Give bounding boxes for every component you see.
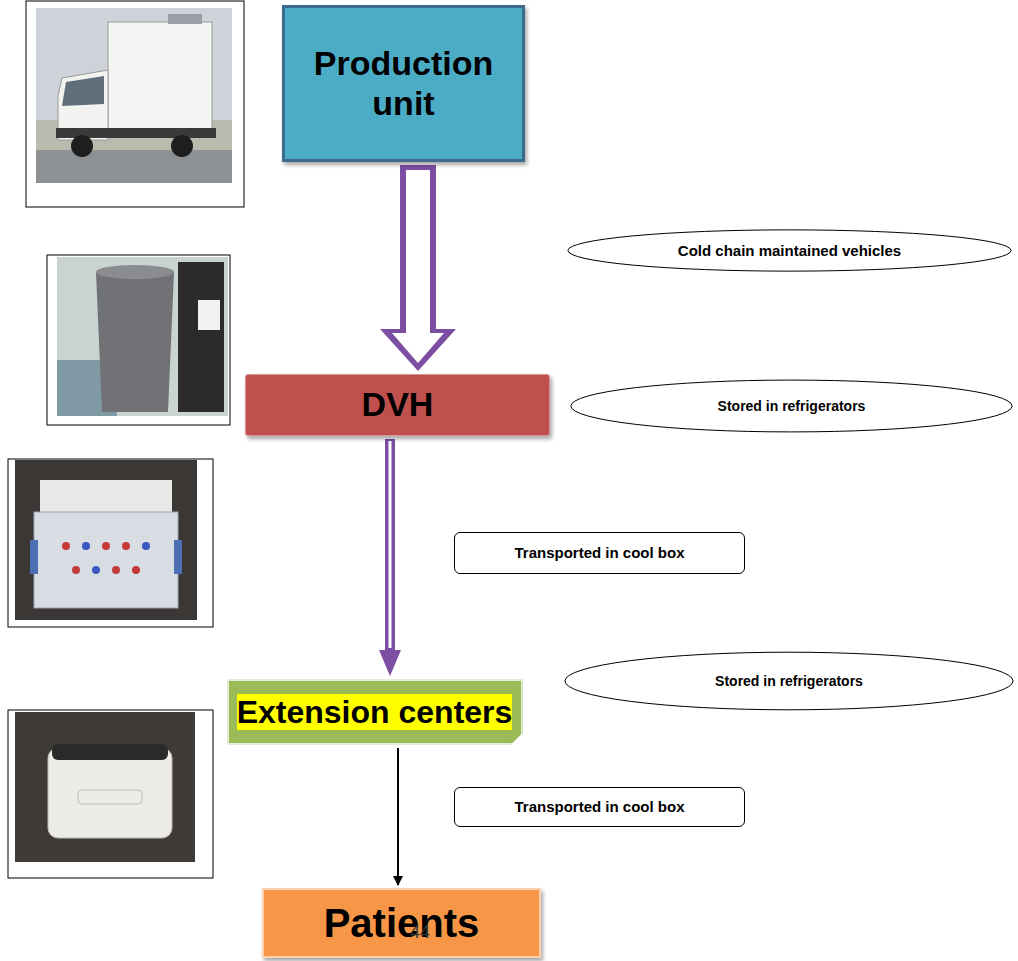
flow-arrow bbox=[379, 439, 401, 676]
process-box: Extension centers bbox=[227, 679, 523, 745]
truck-photo bbox=[26, 1, 244, 207]
note-box: Transported in cool box bbox=[454, 787, 745, 827]
node-text: Extension centers bbox=[237, 694, 513, 731]
node-text: DVH bbox=[362, 385, 434, 424]
process-box: Production unit bbox=[282, 5, 525, 162]
process-box: Patients bbox=[262, 888, 541, 958]
note-ellipse: Stored in refrigerators bbox=[564, 651, 1014, 711]
flow-arrow bbox=[380, 165, 456, 371]
cool-box-photo bbox=[8, 459, 213, 627]
note-ellipse: Stored in refrigerators bbox=[570, 379, 1013, 433]
node-text: Cold chain maintained vehicles bbox=[678, 242, 901, 259]
cool-box-photo bbox=[8, 710, 213, 878]
node-text: Stored in refrigerators bbox=[718, 398, 866, 414]
node-text: Transported in cool box bbox=[514, 544, 684, 561]
refrigerator-photo bbox=[47, 255, 230, 425]
node-text: Patients bbox=[324, 900, 480, 946]
node-text: Stored in refrigerators bbox=[715, 673, 863, 689]
process-box: DVH bbox=[245, 374, 550, 436]
note-box: Transported in cool box bbox=[454, 532, 745, 574]
page-number: 44 bbox=[410, 922, 430, 943]
node-text: Production unit bbox=[285, 44, 522, 122]
node-text: Transported in cool box bbox=[514, 798, 684, 815]
flow-arrow bbox=[398, 748, 399, 885]
note-ellipse: Cold chain maintained vehicles bbox=[567, 229, 1012, 272]
